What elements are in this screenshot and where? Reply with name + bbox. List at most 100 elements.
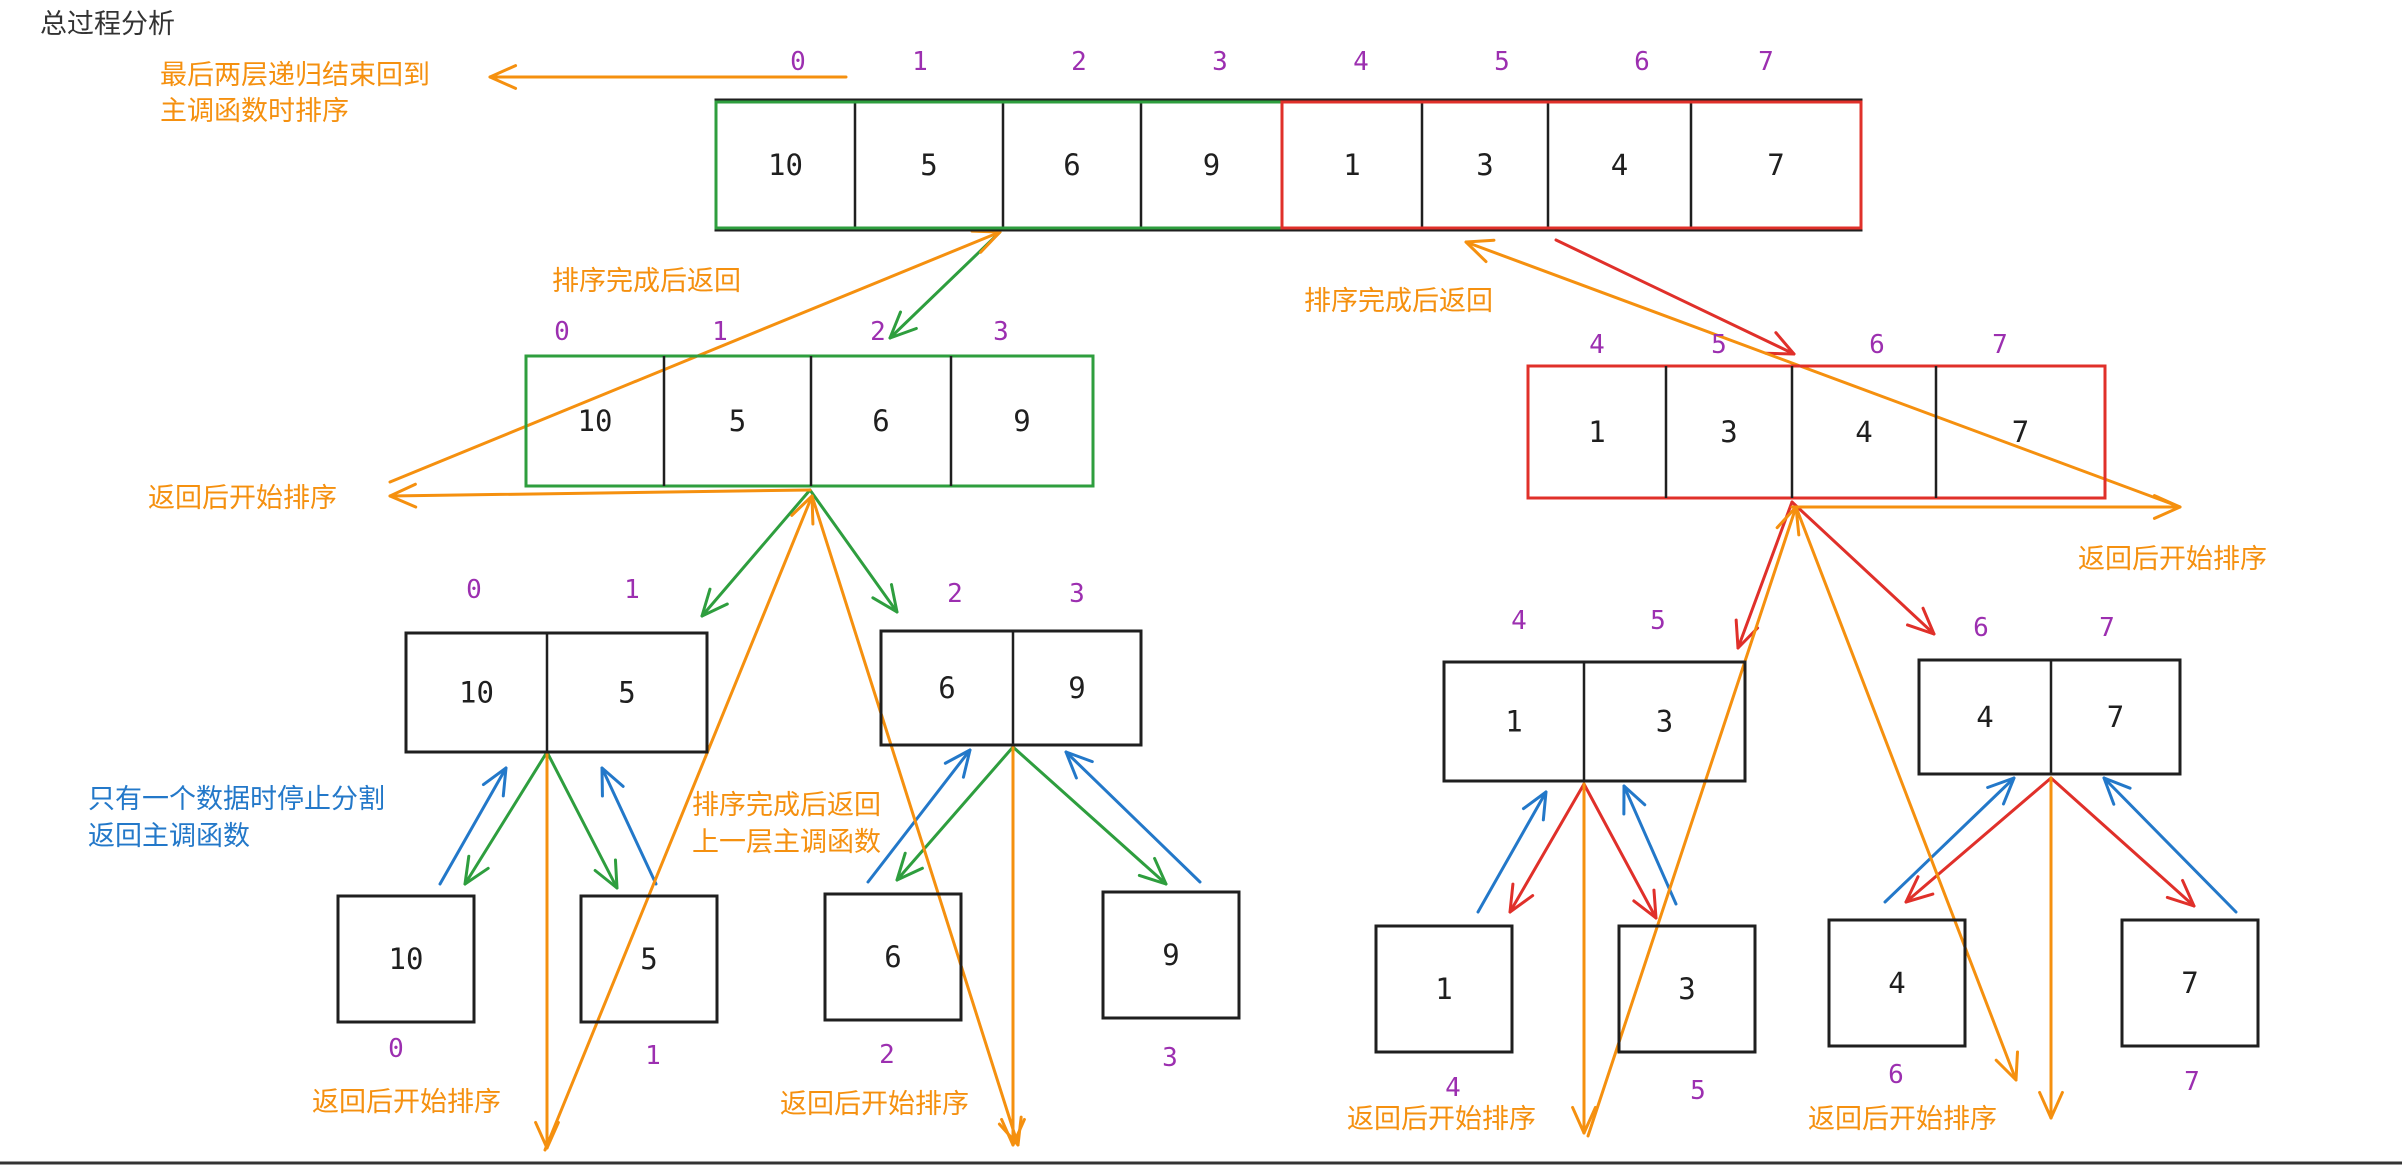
array-outline <box>404 631 709 754</box>
array-outline <box>714 98 1863 232</box>
array-index-label: 0 <box>388 1034 404 1064</box>
array-cell-value: 1 <box>1588 415 1605 449</box>
array-cell-value: 6 <box>938 671 955 705</box>
array-index-label: 2 <box>879 1040 895 1070</box>
array-outline <box>1617 924 1757 1054</box>
note-line: 返回主调函数 <box>88 821 250 852</box>
array-cell-value: 9 <box>1203 148 1220 182</box>
array-cell-value: 4 <box>1976 700 1993 734</box>
array-outline <box>823 892 963 1022</box>
array-cell-value: 7 <box>2107 700 2124 734</box>
note-line: 返回后开始排序 <box>1347 1104 1536 1135</box>
red-arrow <box>1508 782 1586 914</box>
array-cell-value: 7 <box>1767 148 1784 182</box>
array-outline <box>1101 890 1241 1020</box>
note-line: 排序完成后返回 <box>692 790 881 821</box>
array-outline <box>524 354 1095 488</box>
orange-arrow <box>388 482 812 509</box>
blue-arrow <box>2102 776 2238 914</box>
note-line: 返回后开始排序 <box>2078 544 2267 575</box>
orange-arrow <box>1464 238 2182 509</box>
green-arrow <box>463 750 549 886</box>
leaf-4: 14 <box>1374 924 1514 1103</box>
array-outline <box>2120 918 2260 1048</box>
note-return-sort-right-half: 返回后开始排序 <box>2078 544 2267 575</box>
array-index-label: 4 <box>1511 606 1527 636</box>
note-return-sort-pair-6-7: 返回后开始排序 <box>1808 1104 1997 1135</box>
note-return-sort-pair-0-1: 返回后开始排序 <box>312 1087 501 1118</box>
leaf-1: 51 <box>579 894 719 1071</box>
green-arrow <box>700 488 812 618</box>
note-sorted-return-left: 排序完成后返回 <box>552 266 741 297</box>
note-line: 返回后开始排序 <box>1808 1104 1997 1135</box>
note-line: 上一层主调函数 <box>692 827 881 858</box>
array-cell-value: 5 <box>618 676 635 710</box>
array-index-label: 2 <box>1071 47 1087 77</box>
array-cell-value: 10 <box>578 404 613 438</box>
note-return-sort-pair-4-5: 返回后开始排序 <box>1347 1104 1536 1135</box>
array-cell-value: 3 <box>1678 972 1695 1006</box>
array-index-label: 1 <box>712 317 728 347</box>
array-cell-value: 5 <box>640 942 657 976</box>
array-index-label: 5 <box>1711 330 1727 360</box>
note-return-sort-pair-2-3: 返回后开始排序 <box>780 1089 969 1120</box>
orange-arrow <box>810 494 1023 1147</box>
red-arrow <box>1582 782 1658 920</box>
note-line: 排序完成后返回 <box>552 266 741 297</box>
blue-arrow <box>1622 784 1678 906</box>
array-cell-value: 1 <box>1505 705 1522 739</box>
array-index-label: 7 <box>2099 613 2115 643</box>
red-arrow <box>1904 776 2053 904</box>
array-cell-value: 3 <box>1656 705 1673 739</box>
green-arrow <box>808 488 899 614</box>
red-arrow <box>1554 238 1796 356</box>
note-line: 最后两层递归结束回到 <box>160 60 430 91</box>
array-cell-value: 6 <box>884 940 901 974</box>
blue-arrow <box>600 766 658 886</box>
orange-arrow <box>1571 782 1597 1135</box>
array-cell-value: 10 <box>389 942 424 976</box>
leaf-2: 62 <box>823 892 963 1070</box>
note-line: 只有一个数据时停止分割 <box>88 784 385 815</box>
array-index-label: 3 <box>1069 579 1085 609</box>
green-arrow <box>895 745 1015 882</box>
green-arrow <box>545 750 619 890</box>
array-cell-value: 10 <box>768 148 803 182</box>
array-index-label: 1 <box>912 47 928 77</box>
array-index-label: 4 <box>1445 1073 1461 1103</box>
blue-arrow <box>438 766 508 886</box>
array-index-label: 3 <box>1162 1043 1178 1073</box>
array-cell-value: 6 <box>872 404 889 438</box>
array-index-label: 3 <box>1212 47 1228 77</box>
leaf-0: 10 0 <box>336 894 476 1064</box>
red-arrow <box>1734 500 1794 650</box>
note-single-element-stop: 只有一个数据时停止分割返回主调函数 <box>88 784 385 852</box>
array-index-label: 5 <box>1650 606 1666 636</box>
note-line: 返回后开始排序 <box>148 483 337 514</box>
array-index-label: 0 <box>466 575 482 605</box>
array-index-label: 1 <box>645 1041 661 1071</box>
blue-arrow <box>1883 776 2016 904</box>
array-index-label: 1 <box>624 575 640 605</box>
note-line: 主调函数时排序 <box>160 96 349 127</box>
array-index-label: 4 <box>1353 47 1369 77</box>
array-cell-value: 1 <box>1343 148 1360 182</box>
diagram-title: 总过程分析 <box>40 9 175 40</box>
leaf-6: 46 <box>1827 918 1967 1090</box>
note-line: 排序完成后返回 <box>1304 286 1493 317</box>
array-index-label: 5 <box>1494 47 1510 77</box>
blue-arrow <box>1476 790 1548 914</box>
note-return-sort-left-half: 返回后开始排序 <box>148 483 337 514</box>
array-outline <box>1442 660 1747 783</box>
array-cell-value: 6 <box>1063 148 1080 182</box>
array-cell-value: 5 <box>920 148 937 182</box>
note-line: 返回后开始排序 <box>780 1089 969 1120</box>
array-cell-value: 7 <box>2012 415 2029 449</box>
